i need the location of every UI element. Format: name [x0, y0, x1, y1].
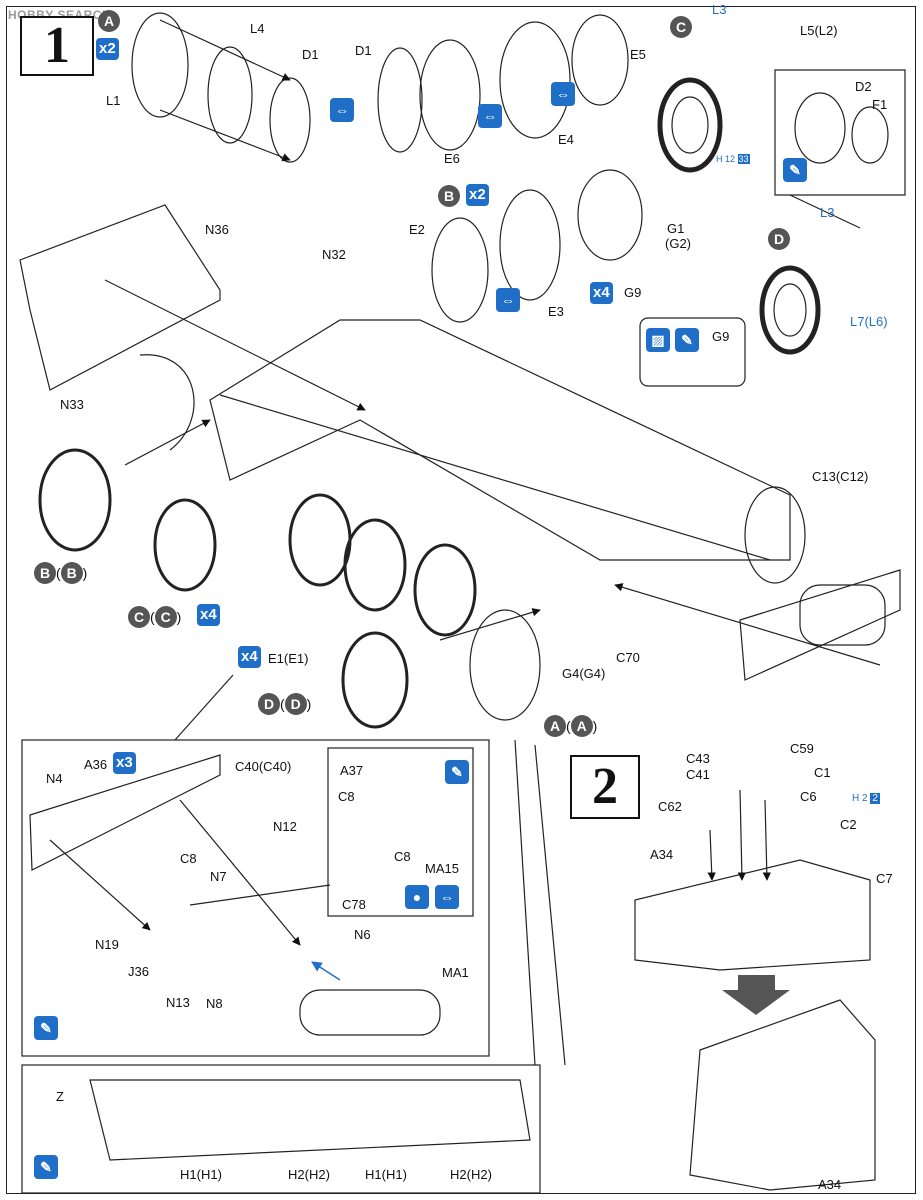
label-c62: C62	[658, 799, 682, 814]
label-ma1: MA1	[442, 965, 469, 980]
label-f1: F1	[872, 97, 888, 112]
label-h-ref: H 2 2	[852, 793, 880, 804]
label-c41: C41	[686, 767, 710, 782]
label-l7: L7(L6)	[850, 314, 888, 329]
label-d1-b: D1	[355, 43, 372, 58]
label-l3: L3	[712, 2, 727, 17]
badge-pair-d: D(D)	[258, 693, 311, 715]
label-n13: N13	[166, 995, 190, 1010]
badge-pair-a: A(A)	[544, 715, 597, 737]
label-c8: C8	[338, 789, 355, 804]
glue-icon: ✎	[34, 1155, 58, 1179]
label-g9: G9	[624, 285, 642, 300]
label-e6: E6	[444, 151, 460, 166]
badge-c: C	[670, 16, 692, 38]
down-arrow-icon	[722, 975, 790, 1015]
label-a37: A37	[340, 763, 364, 778]
part-l4-fan	[207, 46, 253, 144]
badge-d: D	[768, 228, 790, 250]
label-a34: A34	[818, 1177, 842, 1192]
label-l4: L4	[250, 21, 265, 36]
label-c70: C70	[616, 650, 640, 665]
flip-icon: ⇔	[551, 82, 575, 106]
label-n33: N33	[60, 397, 84, 412]
part-l1-ring	[131, 12, 189, 118]
flip-icon: ⇔	[435, 885, 459, 909]
badge-b: B	[438, 185, 460, 207]
label-n7: N7	[210, 869, 227, 884]
label-c59: C59	[790, 741, 814, 756]
label-e4: E4	[558, 132, 574, 147]
label-c1: C1	[814, 765, 831, 780]
label-e1: E1(E1)	[268, 651, 309, 666]
label-ma15: MA15	[425, 861, 459, 876]
label-c13: C13(C12)	[812, 469, 869, 484]
label-c8: C8	[394, 849, 411, 864]
label-e2: E2	[409, 222, 425, 237]
count-x3-badge: x3	[113, 752, 136, 774]
label-c2: C2	[840, 817, 857, 832]
label-h2: H2(H2)	[450, 1167, 492, 1182]
count-x4-badge: x4	[238, 646, 261, 668]
badge-a: A	[98, 10, 120, 32]
label-e5: E5	[630, 47, 646, 62]
label-c43: C43	[686, 751, 710, 766]
drop-icon: ●	[405, 885, 429, 909]
label-n6: N6	[354, 927, 371, 942]
label-c7: C7	[876, 871, 893, 886]
count-x4-badge: x4	[197, 604, 220, 626]
label-a36: A36	[84, 757, 108, 772]
step-2-number: 2	[570, 755, 640, 819]
label-c6: C6	[800, 789, 817, 804]
label-c8: C8	[180, 851, 197, 866]
label-c40: C40(C40)	[235, 759, 292, 774]
label-l3: L3	[820, 205, 835, 220]
glue-icon: ✎	[675, 328, 699, 352]
label-a34: A34	[650, 847, 674, 862]
label-n12: N12	[273, 819, 297, 834]
part-d1-ring	[269, 77, 311, 163]
label-g4: G4(G4)	[562, 666, 606, 681]
label-n8: N8	[206, 996, 223, 1011]
label-e3: E3	[548, 304, 564, 319]
badge-pair-c: C(C)	[128, 606, 181, 628]
count-x4-badge: x4	[590, 282, 613, 304]
glue-icon: ✎	[445, 760, 469, 784]
label-h1: H1(H1)	[365, 1167, 407, 1182]
label-d1: D1	[302, 47, 319, 62]
badge-pair-b: B(B)	[34, 562, 87, 584]
count-x2-badge: x2	[96, 38, 119, 60]
label-l1: L1	[106, 93, 121, 108]
paint-icon: ▨	[646, 328, 670, 352]
label-n19: N19	[95, 937, 119, 952]
label-l5: L5(L2)	[800, 23, 838, 38]
step-1-number: 1	[20, 16, 94, 76]
label-g1: G1	[667, 221, 685, 236]
flip-icon: ⇔	[478, 104, 502, 128]
label-h-ref: H 12 33	[716, 154, 750, 164]
label-h2: H2(H2)	[288, 1167, 330, 1182]
label-n32: N32	[322, 247, 346, 262]
flip-icon: ⇔	[330, 98, 354, 122]
label-d2: D2	[855, 79, 872, 94]
label-h1: H1(H1)	[180, 1167, 222, 1182]
glue-icon: ✎	[783, 158, 807, 182]
label-g2: (G2)	[665, 236, 691, 251]
count-x2-badge: x2	[466, 184, 489, 206]
label-z: Z	[56, 1089, 64, 1104]
label-n36: N36	[205, 222, 229, 237]
label-j36: J36	[128, 964, 149, 979]
label-n4: N4	[46, 771, 63, 786]
flip-icon: ⇔	[496, 288, 520, 312]
glue-icon: ✎	[34, 1016, 58, 1040]
label-c78: C78	[342, 897, 366, 912]
label-g9-inset: G9	[712, 329, 730, 344]
